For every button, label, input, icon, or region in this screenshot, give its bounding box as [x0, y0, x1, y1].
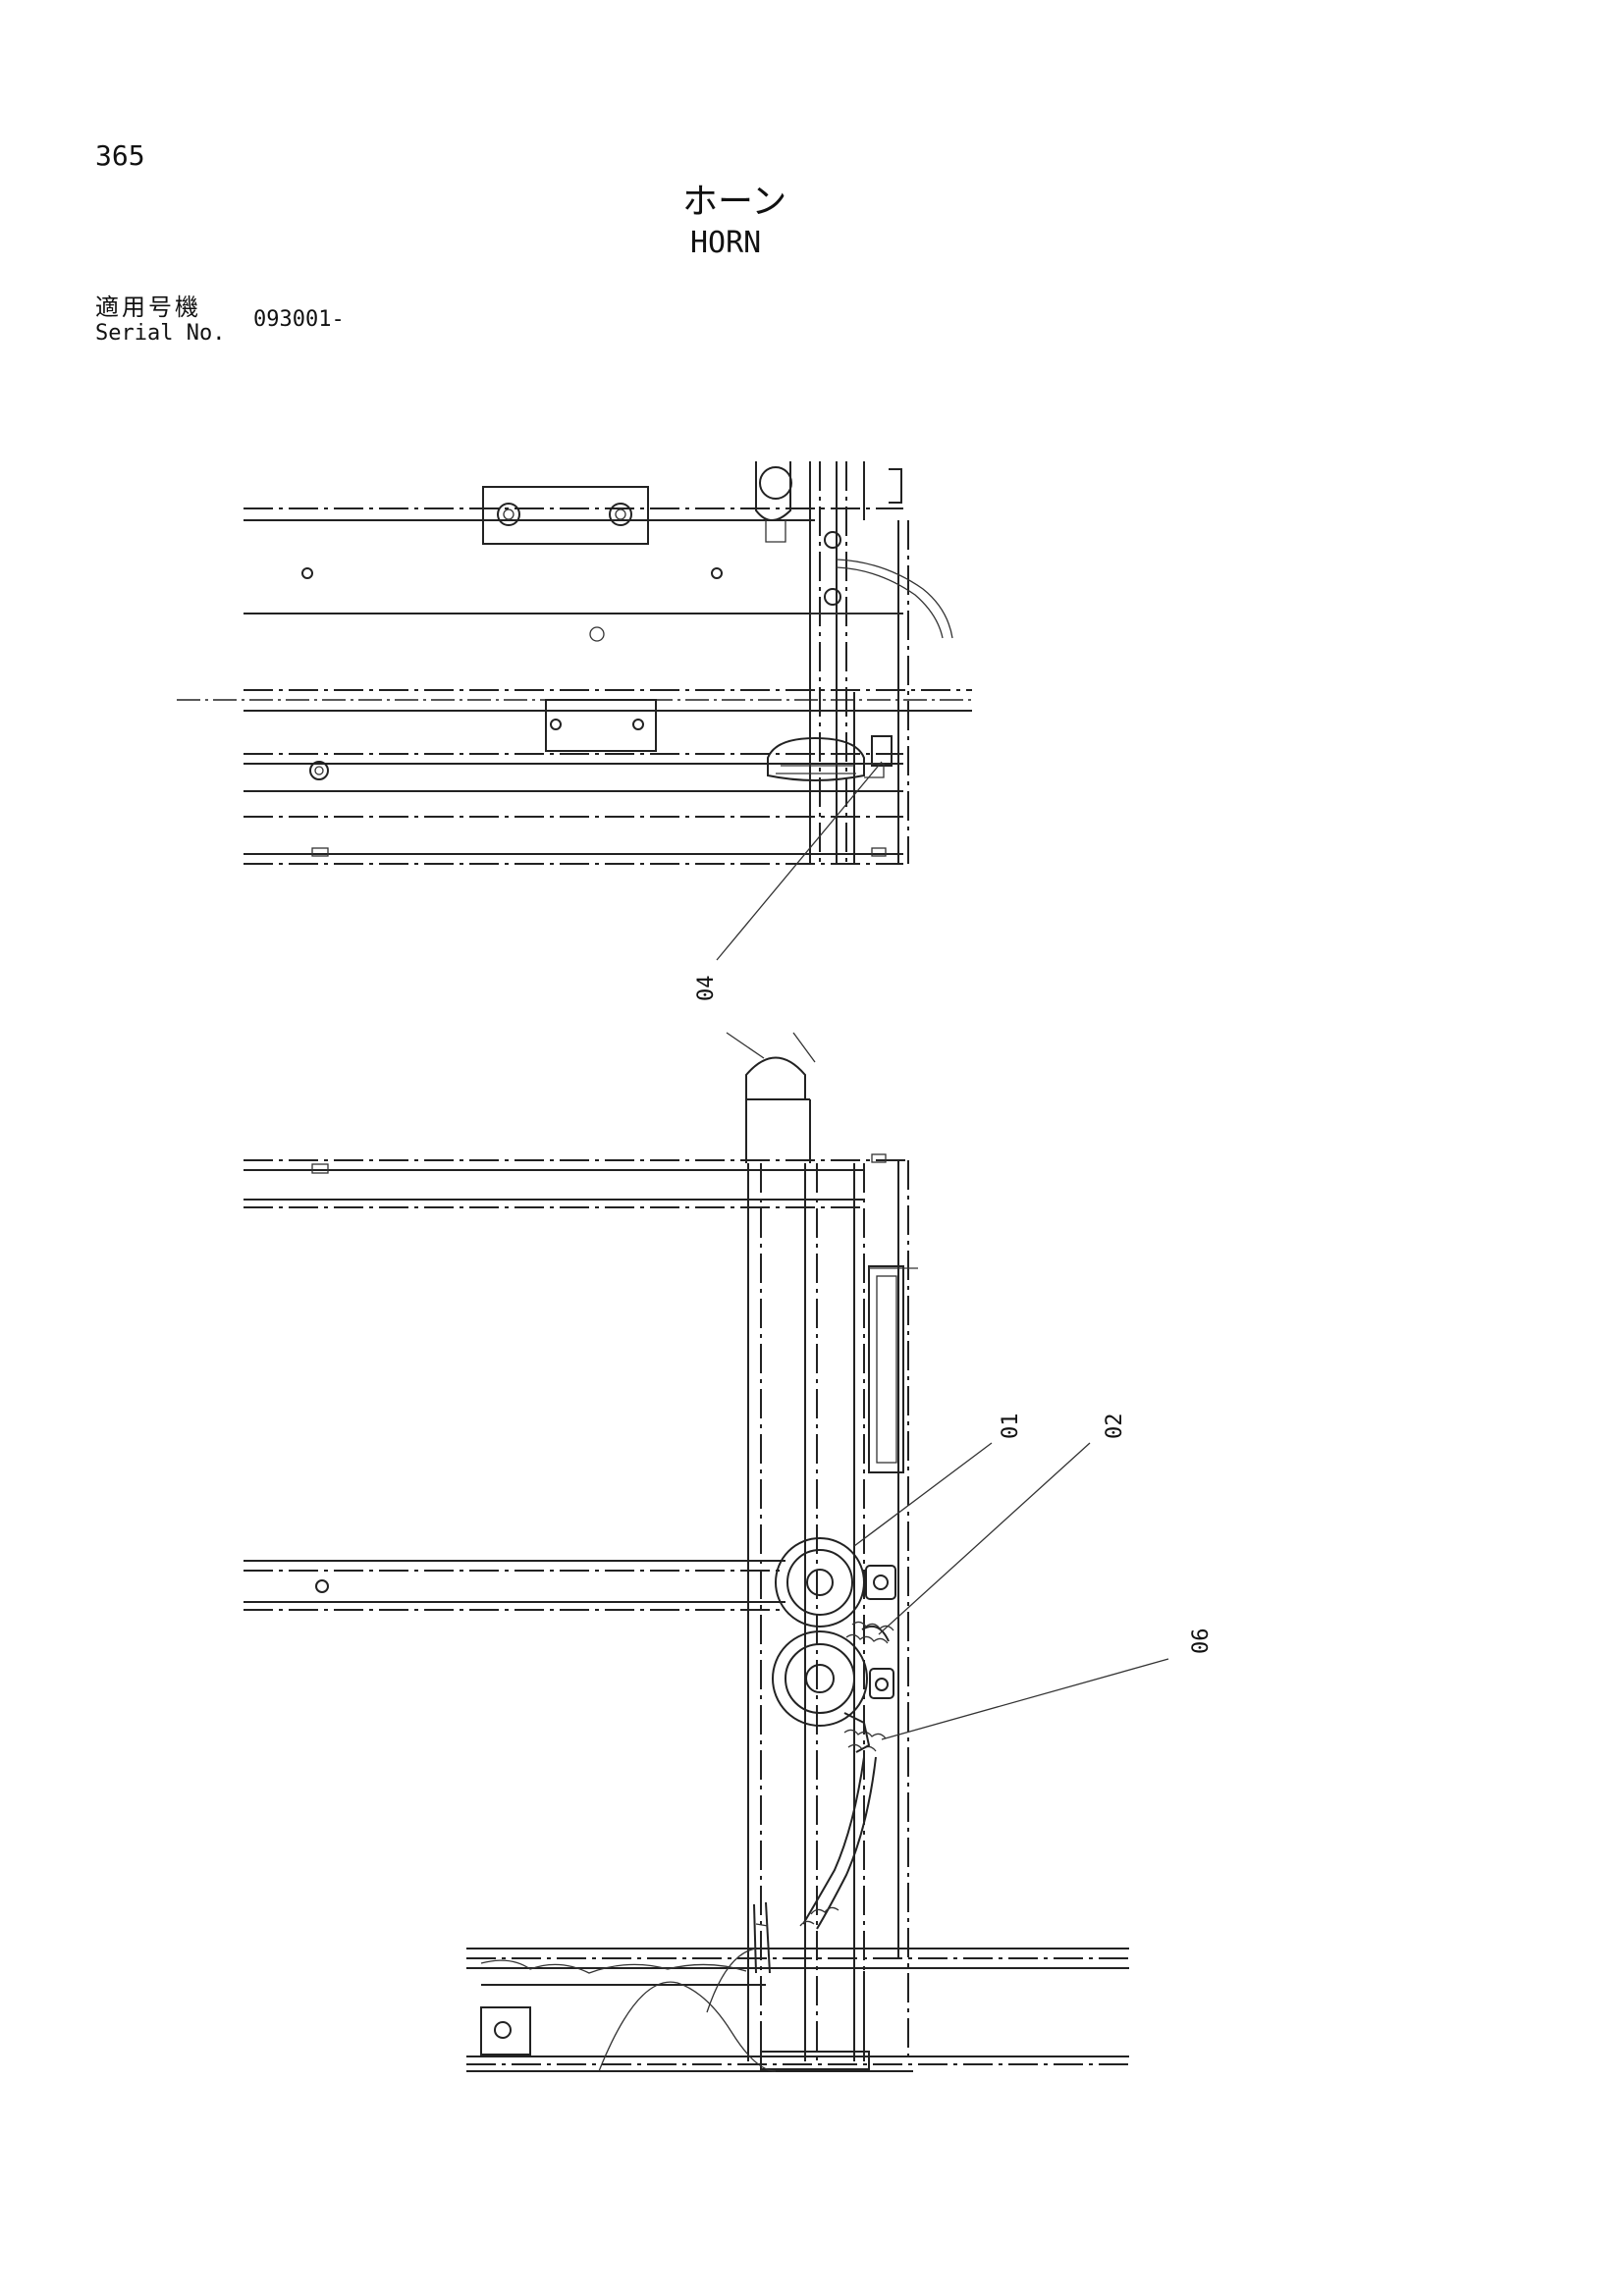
serial-label-english: Serial No.	[95, 321, 226, 346]
lower-view	[244, 1032, 1169, 2072]
page-number: 365	[95, 139, 145, 172]
page-title-japanese: ホーン	[682, 182, 787, 222]
upper-view	[177, 461, 972, 961]
part-label-02: 02	[1103, 1414, 1127, 1440]
part-label-06: 06	[1189, 1629, 1214, 1655]
serial-label-japanese: 適用号機	[95, 294, 201, 321]
part-label-01: 01	[999, 1414, 1023, 1440]
page-title-english: HORN	[690, 226, 762, 260]
part-label-04: 04	[694, 976, 719, 1002]
serial-number-range: 093001-	[253, 307, 345, 332]
